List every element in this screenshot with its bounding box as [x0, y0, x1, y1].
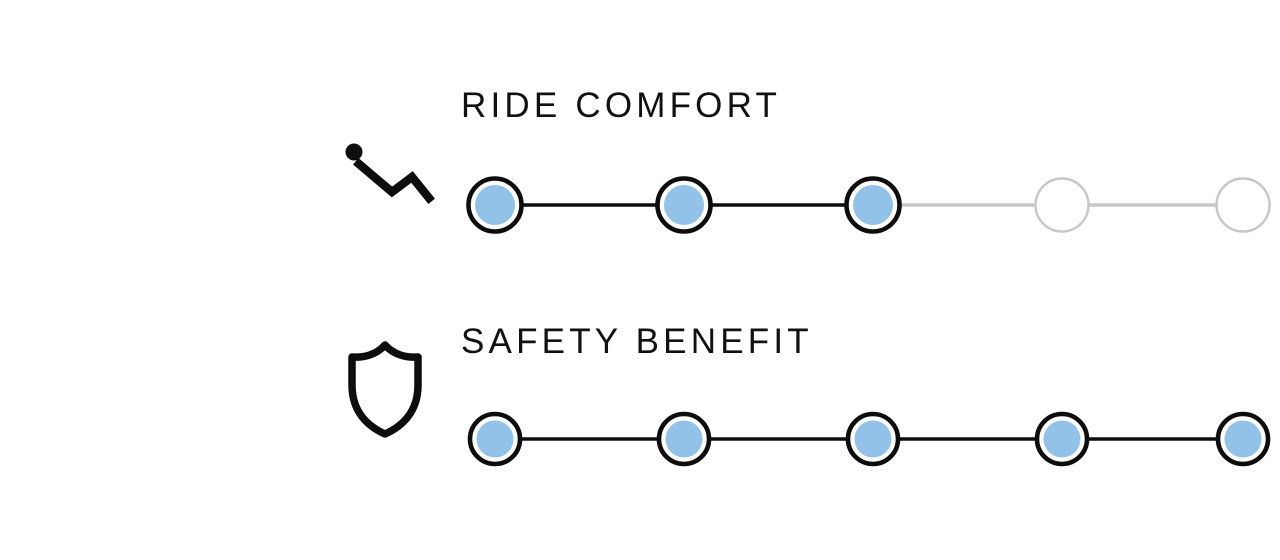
- rating-dot-1[interactable]: [466, 176, 524, 234]
- feature-label-safety-benefit: SAFETY BENEFIT: [461, 322, 813, 361]
- feature-label-ride-comfort: RIDE COMFORT: [461, 86, 782, 125]
- shield-icon: [330, 334, 440, 444]
- rating-track-safety-benefit[interactable]: [466, 408, 1272, 470]
- rating-dot-3[interactable]: [845, 411, 901, 467]
- rating-dot-5[interactable]: [1215, 177, 1271, 233]
- rating-dot-2[interactable]: [655, 176, 713, 234]
- rating-dot-4[interactable]: [1034, 177, 1090, 233]
- reclining-person-icon: [330, 118, 440, 228]
- rating-dot-3[interactable]: [844, 176, 902, 234]
- rating-dot-5[interactable]: [1215, 411, 1271, 467]
- feature-row-ride-comfort: RIDE COMFORT: [0, 88, 1280, 238]
- rating-track-ride-comfort[interactable]: [466, 174, 1272, 236]
- rating-dot-2[interactable]: [656, 411, 712, 467]
- rating-dot-4[interactable]: [1034, 411, 1090, 467]
- rating-dot-1[interactable]: [467, 411, 523, 467]
- feature-row-safety-benefit: SAFETY BENEFIT: [0, 324, 1280, 474]
